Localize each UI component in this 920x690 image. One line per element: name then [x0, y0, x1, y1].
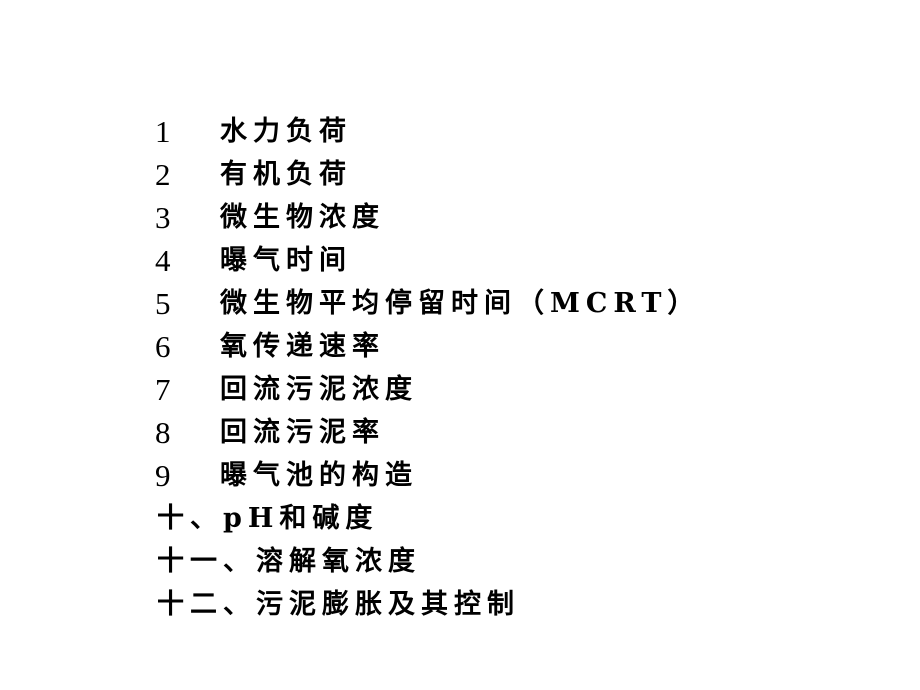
item-number: 7	[155, 372, 171, 407]
item-number: 2	[155, 157, 171, 192]
list-item: 4 曝气时间	[155, 239, 700, 282]
item-text: 微生物平均停留时间（MCRT）	[220, 288, 701, 319]
factor-list: 1 水力负荷 2 有机负荷 3 微生物浓度 4 曝气时间 5 微生物平均停留时间…	[155, 110, 700, 626]
item-text: 曝气时间	[220, 245, 352, 276]
item-text: 回流污泥浓度	[220, 374, 418, 405]
item-text: 十、pH和碱度	[157, 503, 379, 534]
list-item: 5 微生物平均停留时间（MCRT）	[155, 282, 700, 325]
item-number: 4	[155, 243, 171, 278]
list-item: 8 回流污泥率	[155, 411, 700, 454]
list-item: 6 氧传递速率	[155, 325, 700, 368]
list-item: 2 有机负荷	[155, 153, 700, 196]
item-text: 微生物浓度	[220, 202, 385, 233]
list-item: 十、pH和碱度	[155, 497, 700, 540]
item-number: 1	[155, 114, 171, 149]
item-number: 3	[155, 200, 171, 235]
list-item: 十一、溶解氧浓度	[155, 540, 700, 583]
item-number: 9	[155, 458, 171, 493]
list-item: 9 曝气池的构造	[155, 454, 700, 497]
list-item: 十二、污泥膨胀及其控制	[155, 583, 700, 626]
item-text: 氧传递速率	[220, 331, 385, 362]
item-number: 8	[155, 415, 171, 450]
item-text: 十二、污泥膨胀及其控制	[157, 589, 520, 620]
list-item: 3 微生物浓度	[155, 196, 700, 239]
item-number: 5	[155, 286, 171, 321]
item-text: 水力负荷	[220, 116, 352, 147]
item-number: 6	[155, 329, 171, 364]
list-item: 7 回流污泥浓度	[155, 368, 700, 411]
item-text: 有机负荷	[220, 159, 352, 190]
item-text: 十一、溶解氧浓度	[157, 546, 421, 577]
item-text: 曝气池的构造	[220, 460, 418, 491]
list-item: 1 水力负荷	[155, 110, 700, 153]
item-text: 回流污泥率	[220, 417, 385, 448]
